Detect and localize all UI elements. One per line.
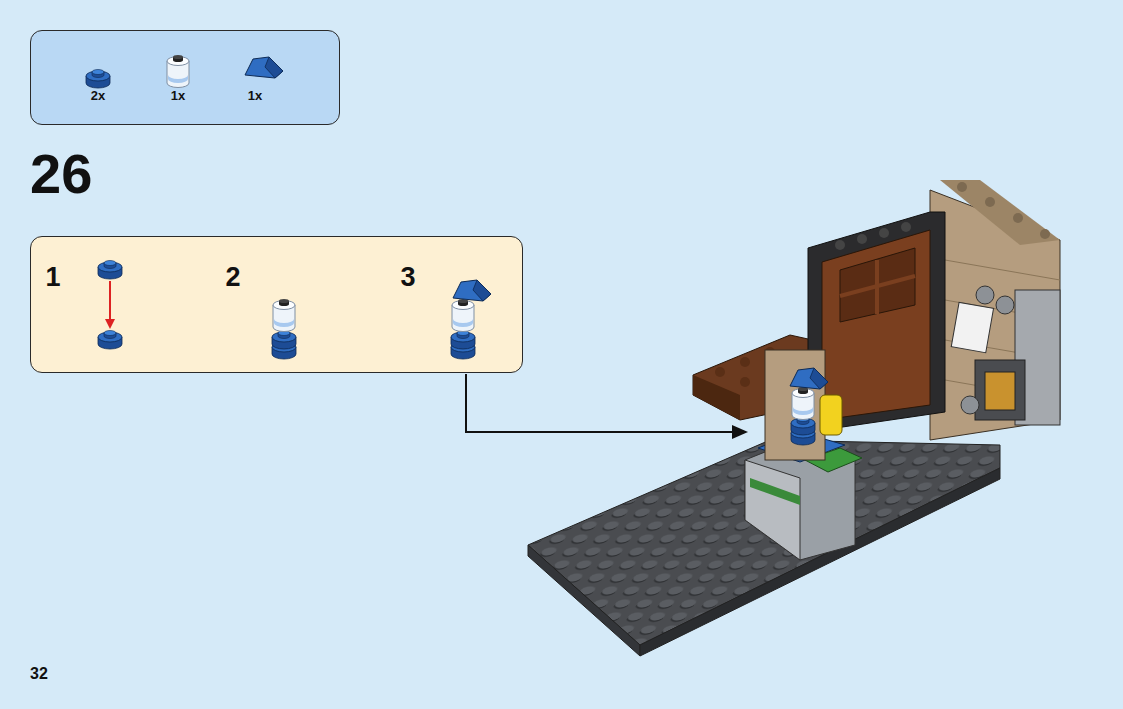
part-count: 2x bbox=[91, 89, 105, 102]
parts-panel: 2x 1x 1x bbox=[30, 30, 340, 125]
sub-step-number: 2 bbox=[225, 264, 240, 291]
step-icons bbox=[31, 237, 524, 374]
page-number: 32 bbox=[30, 666, 48, 682]
sub-step-panel: 1 2 3 bbox=[30, 236, 523, 373]
sub-step-number: 3 bbox=[400, 264, 415, 291]
part-count: 1x bbox=[248, 89, 262, 102]
step-number: 26 bbox=[30, 146, 92, 202]
sub-step-number: 1 bbox=[45, 264, 60, 291]
part-count: 1x bbox=[171, 89, 185, 102]
part-icons bbox=[31, 31, 341, 126]
